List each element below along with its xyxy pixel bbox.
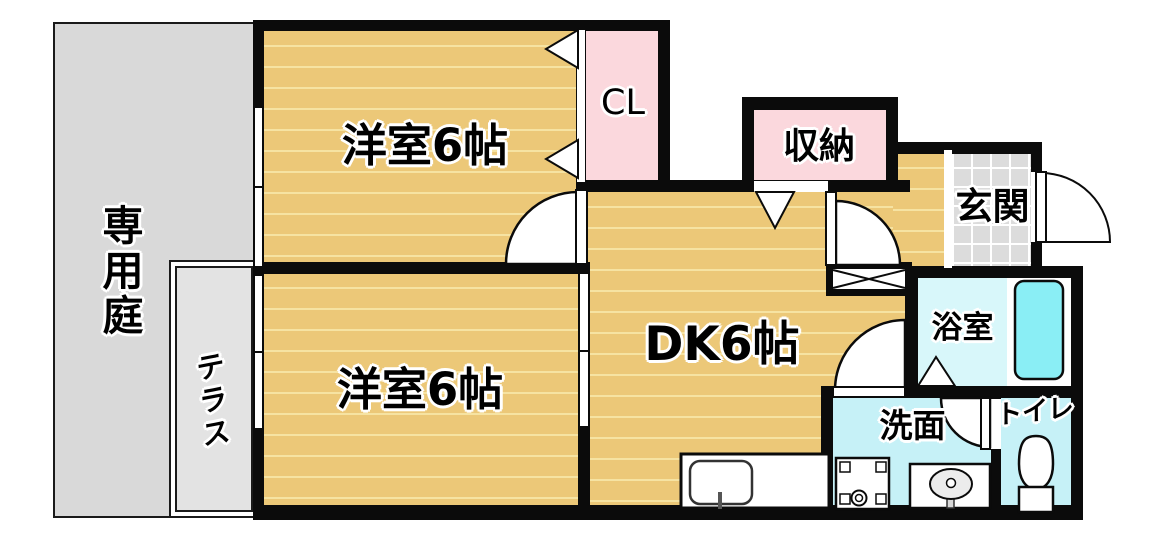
washroom-label: 洗面	[879, 406, 946, 445]
western-room-bottom-label: 洋室6帖	[336, 363, 504, 416]
wall-entrance-right-upper	[1031, 142, 1042, 174]
wall-toilet-left	[991, 398, 1001, 512]
wall-storage-top	[742, 97, 898, 110]
terrace-area	[169, 260, 259, 518]
door-leaf-entrance	[1035, 171, 1047, 243]
pass-box-cross-line	[832, 269, 906, 289]
entrance-hall-floor	[893, 148, 952, 268]
window-bottom-room	[253, 276, 264, 428]
pan-foot	[839, 461, 851, 473]
closet-floor	[581, 26, 665, 186]
window-top-room	[253, 108, 264, 266]
window-mullion	[255, 186, 262, 188]
wall-right-outer	[1071, 266, 1083, 520]
wall-closet-right	[658, 20, 670, 192]
western-room-bottom-floor	[258, 268, 586, 513]
wall-bath-bottom	[905, 386, 1083, 398]
door-leaf-western-room	[575, 189, 588, 265]
door-swing-washroom	[833, 318, 907, 392]
pan-foot	[875, 461, 887, 473]
storage-floor	[748, 105, 890, 187]
pan-foot	[839, 493, 851, 505]
door-triangle-bath	[916, 355, 957, 387]
bathroom-label: 浴室	[931, 310, 994, 346]
bifold-door-triangle-closet-top	[544, 28, 579, 70]
toilet-door-opening	[991, 399, 1001, 449]
entrance-step-strip	[944, 150, 952, 268]
wall-entrance-top	[886, 142, 1042, 154]
wall-left-lower	[253, 426, 264, 513]
bathroom-floor	[905, 272, 1007, 390]
pan-drain-inner	[854, 493, 864, 503]
bathtub	[1013, 279, 1065, 381]
wall-bath-top	[905, 266, 1083, 278]
wall-left-upper	[253, 20, 264, 110]
wall-entrance-right-lower	[1031, 240, 1042, 268]
door-swing-western-room	[504, 190, 580, 266]
wall-top	[253, 20, 670, 31]
wall-dk-bath-divider	[905, 266, 918, 398]
sliding-door-dk-room	[578, 274, 590, 426]
western-room-top-label: 洋室6帖	[341, 119, 509, 172]
terrace-inner-border	[175, 266, 253, 512]
storage-door-opening	[754, 181, 828, 192]
door-leaf-washroom	[832, 386, 906, 398]
door-leaf-toilet	[980, 397, 991, 450]
dining-kitchen-label: DK6帖	[644, 317, 800, 372]
entrance-label: 玄関	[955, 185, 1030, 228]
entrance-tile-floor	[952, 148, 1034, 268]
toilet-bowl	[1017, 434, 1055, 491]
door-leaf-hall	[825, 191, 837, 266]
window-mullion	[580, 350, 588, 352]
pan-foot	[875, 493, 887, 505]
door-swing-hall	[834, 199, 902, 267]
garden-label: 専用庭	[95, 203, 144, 339]
window-mullion	[255, 351, 262, 353]
wall-storage-left	[742, 110, 754, 187]
toilet-tank	[1017, 485, 1055, 514]
washbasin-faucet	[945, 477, 957, 489]
closet-label: CL	[601, 83, 645, 123]
bifold-door-triangle-closet-bottom	[544, 138, 579, 180]
closet-door-track	[576, 30, 586, 182]
wall-dk-room-lower	[578, 426, 590, 513]
storage-label: 収納	[782, 126, 855, 167]
door-swing-entrance	[1040, 171, 1112, 243]
door-triangle-storage	[754, 191, 796, 231]
